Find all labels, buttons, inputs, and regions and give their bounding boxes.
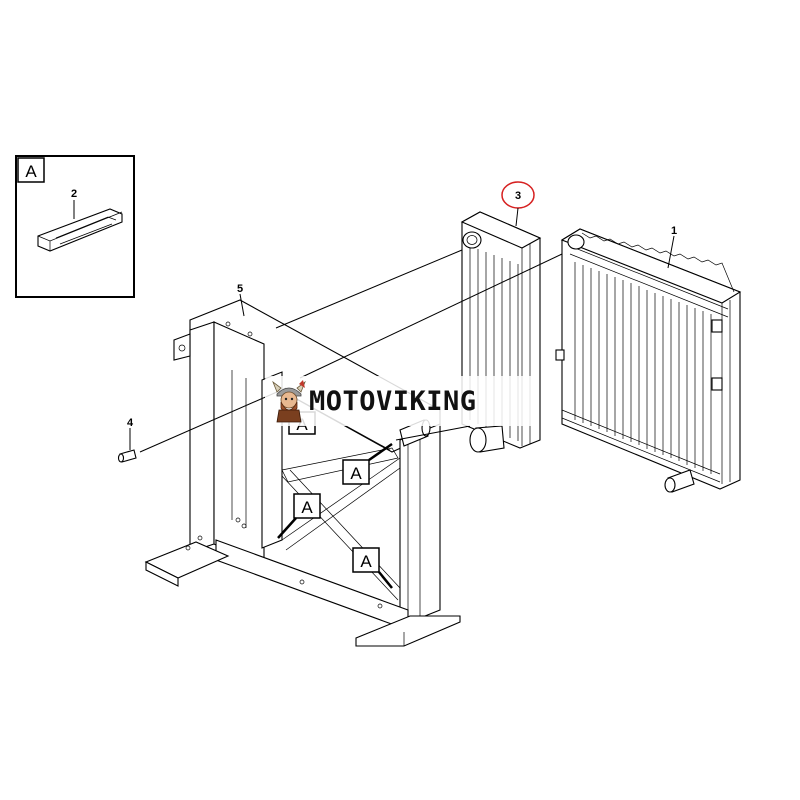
callout-5: 5 [237, 283, 243, 295]
callout-2: 2 [71, 188, 77, 200]
watermark-banner: MOTOVIKING [265, 376, 535, 426]
leader-line [275, 249, 463, 329]
ref-marker-a: A [352, 547, 393, 589]
detail-a-label: A [25, 162, 37, 181]
callout-4: 4 [127, 417, 134, 429]
bracket-part [37, 208, 123, 252]
watermark-text: MOTOVIKING [309, 385, 477, 417]
frame-part [144, 299, 461, 647]
leader-line [299, 253, 563, 379]
leader-line [395, 425, 471, 441]
leader-line [139, 387, 287, 453]
ref-marker-a: A [342, 442, 393, 485]
callout-1: 1 [671, 225, 677, 237]
ref-marker-a-label: A [350, 464, 362, 483]
ref-marker-a: A [277, 493, 321, 539]
callout-3: 3 [515, 190, 521, 202]
radiator-part [555, 228, 742, 493]
fitting-part [117, 449, 137, 463]
viking-mascot-icon [272, 380, 306, 423]
ref-marker-a-label: A [301, 498, 313, 517]
detail-a-inset: A 2 [15, 155, 135, 298]
ref-marker-a-label: A [360, 552, 372, 571]
